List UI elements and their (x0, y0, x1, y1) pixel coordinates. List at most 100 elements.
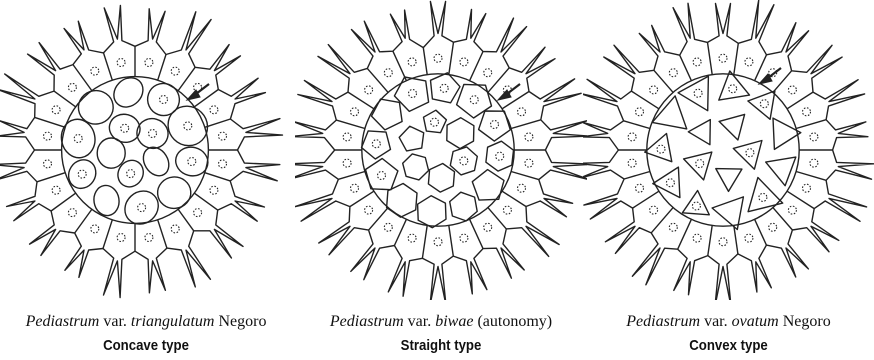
inner-cell (160, 98, 216, 154)
arrow-icon (187, 84, 209, 100)
nucleus-dot (518, 184, 526, 192)
nucleus-dot (692, 202, 700, 210)
inner-cell (173, 144, 211, 179)
nucleus-dot (149, 130, 157, 138)
nucleus-dot (145, 234, 153, 242)
nucleus-dot (384, 69, 392, 77)
nucleus-dot (470, 96, 478, 104)
nucleus-dot (460, 157, 468, 165)
nucleus-dot (460, 58, 468, 66)
nucleus-dot (351, 184, 359, 192)
nucleus-dot (44, 160, 52, 168)
inner-cell (63, 155, 101, 194)
nucleus-dot (160, 96, 168, 104)
inner-cell (431, 73, 461, 103)
inner-cell (108, 72, 149, 113)
inner-cell (748, 91, 775, 119)
inner-cell (450, 192, 478, 221)
inner-cell (424, 110, 447, 133)
nucleus-dot (788, 86, 796, 94)
type-label: Convex type (600, 337, 856, 354)
inner-cell (682, 191, 709, 215)
nucleus-dot (693, 234, 701, 242)
nucleus-dot (365, 86, 373, 94)
panel-convex: Pediastrum var. ovatum Negoro Convex typ… (583, 0, 874, 360)
nucleus-dot (138, 204, 146, 212)
nucleus-dot (117, 59, 125, 67)
inner-cell (156, 176, 192, 210)
nucleus-dot (769, 223, 777, 231)
inner-cell (399, 126, 424, 151)
nucleus-dot (760, 100, 768, 108)
nucleus-dot (525, 159, 533, 167)
nucleus-dot (496, 152, 504, 160)
colony-border (0, 5, 282, 297)
colony-outline (295, 1, 587, 300)
inner-cell (766, 157, 796, 186)
nucleus-dot (184, 122, 192, 130)
nucleus-dot (219, 132, 227, 140)
nucleus-dot (117, 234, 125, 242)
inner-cell (748, 178, 783, 212)
inner-cell (76, 88, 116, 126)
inner-cell (716, 169, 742, 192)
colony-outline (583, 0, 874, 300)
nucleus-dot (145, 59, 153, 67)
inner-cell (457, 84, 492, 118)
nucleus-dot (650, 206, 658, 214)
nucleus-dot (719, 54, 727, 62)
nucleus-dot (491, 121, 499, 129)
nucleus-dot (171, 225, 179, 233)
nucleus-dot (693, 58, 701, 66)
nucleus-dot (525, 133, 533, 141)
nucleus-dot (365, 206, 373, 214)
nucleus-dot (759, 193, 767, 201)
nucleus-dot (788, 206, 796, 214)
inner-cell (733, 141, 762, 170)
nucleus-dot (219, 160, 227, 168)
inner-cell (684, 152, 712, 180)
nucleus-dot (210, 106, 218, 114)
species-name: Pediastrum var. triangulatum Negoro (0, 313, 292, 331)
nucleus-dot (408, 234, 416, 242)
nucleus-dot (78, 170, 86, 178)
inner-cell (688, 120, 710, 145)
nucleus-dot (409, 90, 417, 98)
nucleus-dot (440, 84, 448, 92)
nucleus-dot (696, 160, 704, 168)
nucleus-dot (694, 89, 702, 97)
inner-cell (450, 147, 477, 175)
nucleus-dot (803, 108, 811, 116)
nucleus-dot (68, 83, 76, 91)
nucleus-dot (719, 238, 727, 246)
colony-concave-illustration (0, 0, 292, 300)
inner-cell (372, 99, 403, 130)
nucleus-dot (484, 223, 492, 231)
inner-cell (486, 141, 514, 171)
nucleus-dot (669, 69, 677, 77)
inner-cell (403, 154, 429, 180)
colony-outline (0, 5, 282, 297)
nucleus-dot (746, 149, 754, 157)
nucleus-dot (52, 186, 60, 194)
nucleus-dot (343, 133, 351, 141)
nucleus-dot (636, 108, 644, 116)
species-name: Pediastrum var. biwae (autonomy) (295, 313, 587, 331)
nucleus-dot (343, 159, 351, 167)
arrow-icon (759, 68, 781, 84)
nucleus-dot (408, 58, 416, 66)
nucleus-dot (188, 158, 196, 166)
nucleus-dot (91, 67, 99, 75)
type-label: Concave type (18, 337, 275, 354)
nucleus-dot (351, 108, 359, 116)
colony-convex-illustration (583, 0, 874, 300)
colony-straight-illustration (295, 0, 587, 300)
inner-cell (479, 111, 511, 141)
nucleus-dot (431, 118, 439, 126)
inner-cell (678, 76, 708, 111)
nucleus-dot (729, 85, 737, 93)
panel-concave: Pediastrum var. triangulatum Negoro Conc… (0, 0, 292, 360)
nucleus-dot (518, 108, 526, 116)
inner-cell (366, 159, 398, 190)
nucleus-dot (74, 135, 82, 143)
